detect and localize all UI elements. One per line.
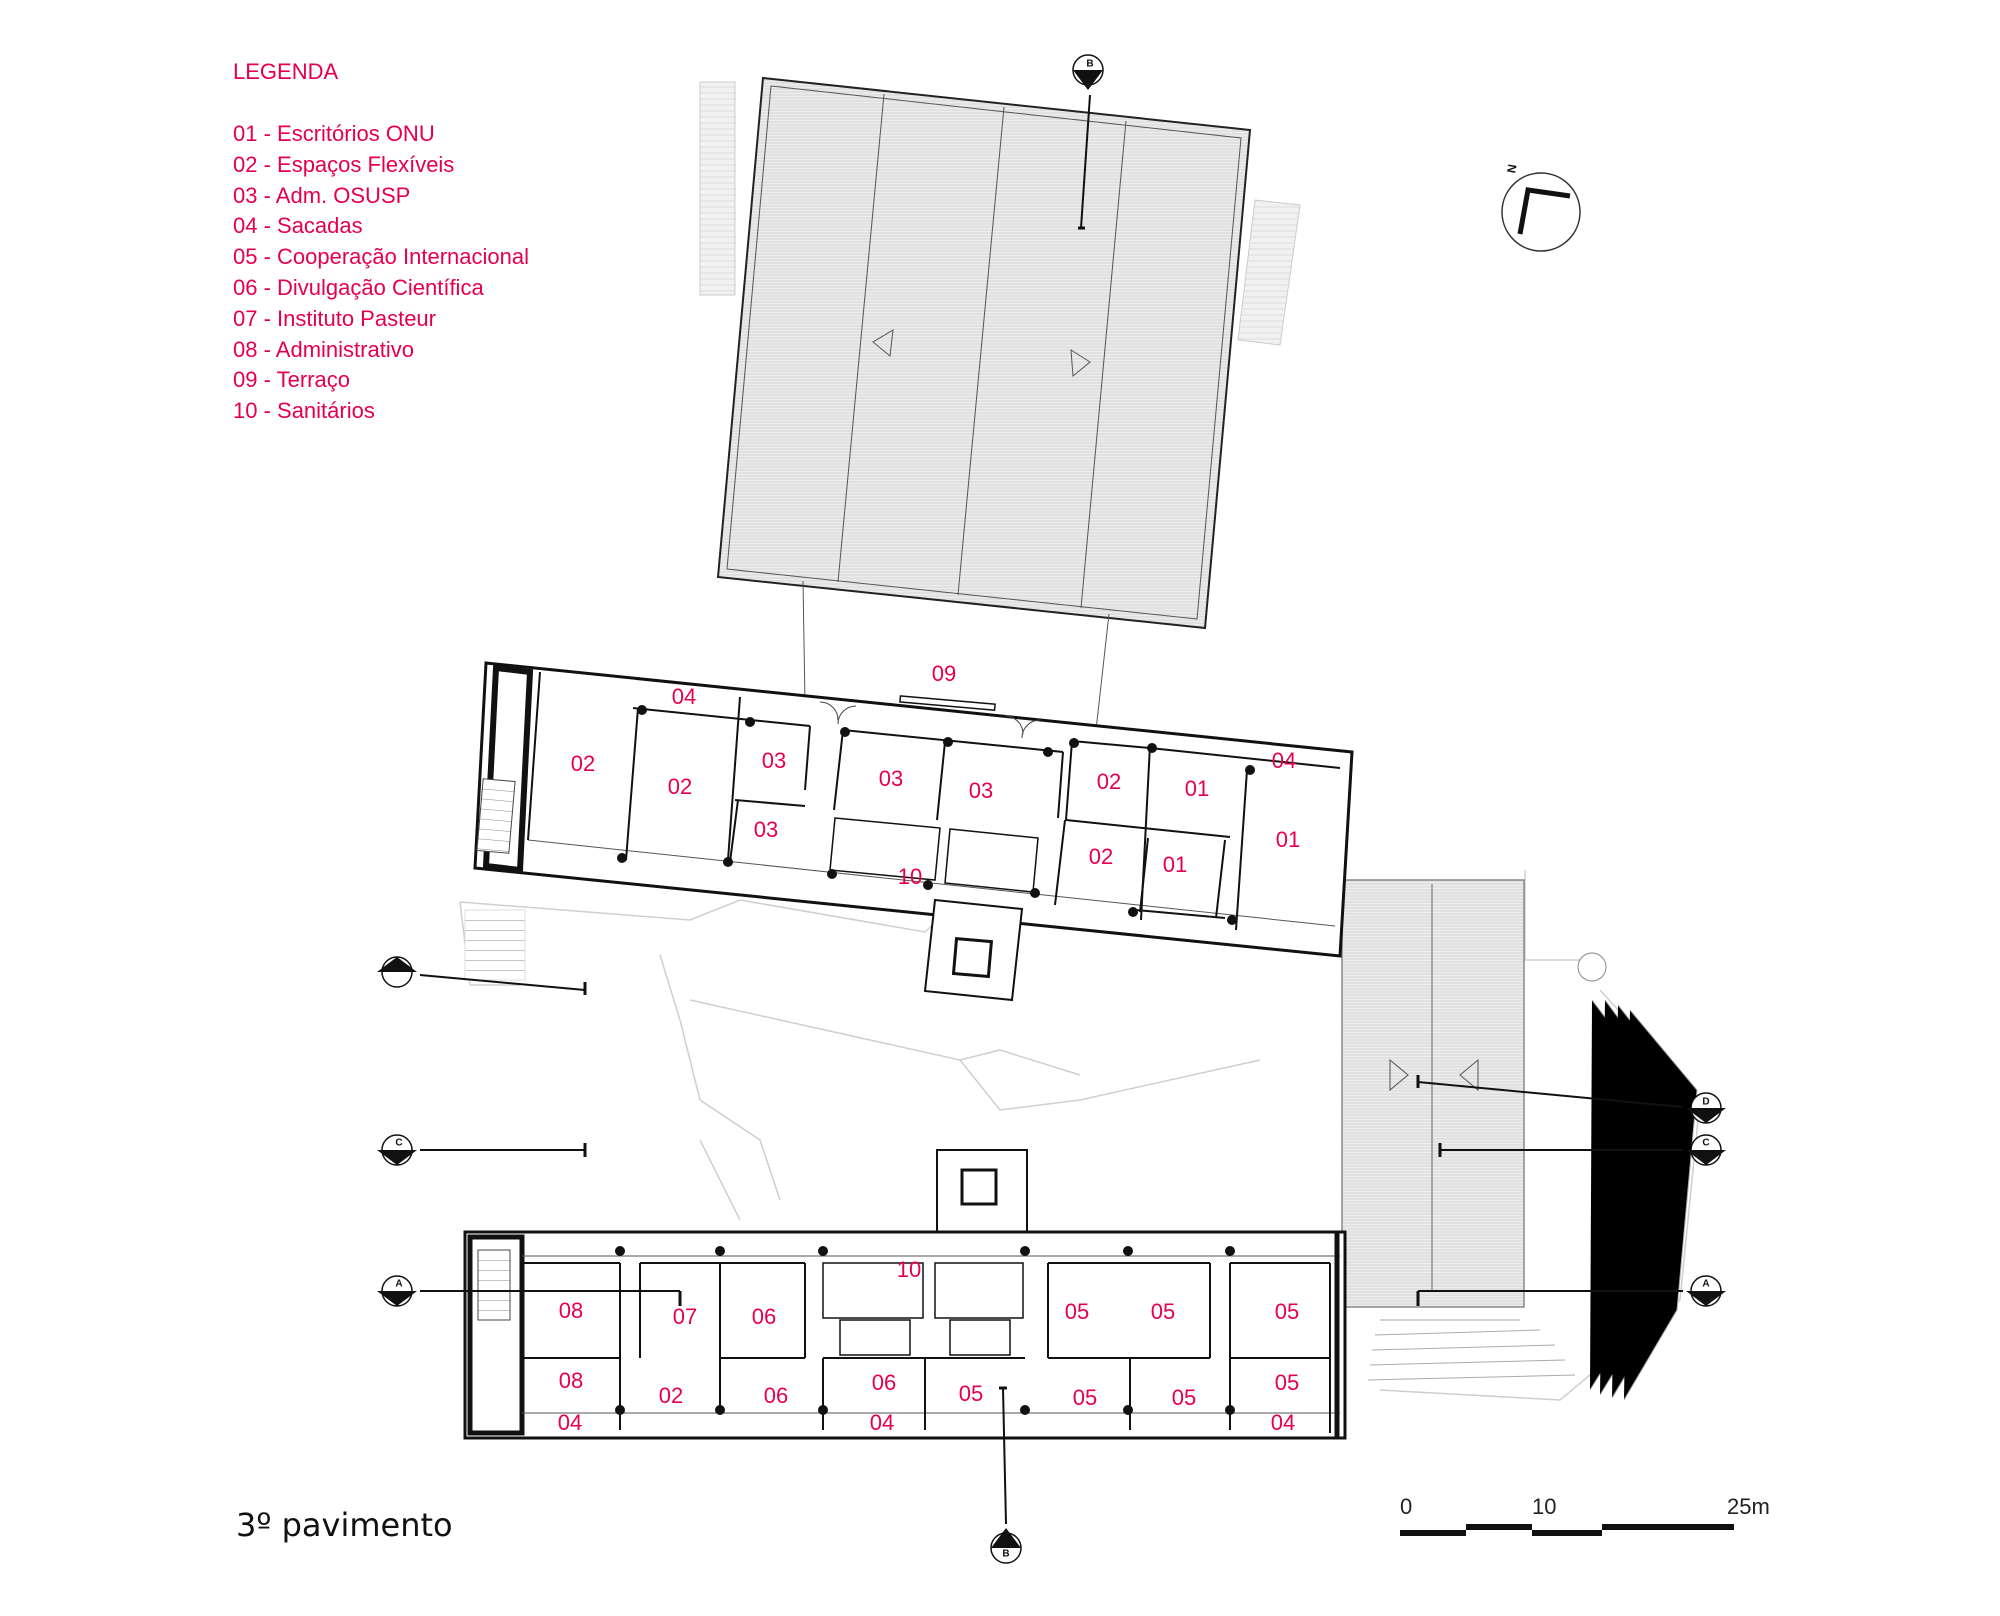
section-marker-a-left: A: [377, 1275, 682, 1307]
section-marker-a-right: A: [1416, 1275, 1726, 1307]
legend-item: 04 - Sacadas: [233, 213, 363, 238]
section-label-a: A: [395, 1279, 402, 1290]
room-label-administrative: 08: [559, 1298, 583, 1323]
room-label-international-cooperation: 05: [1151, 1299, 1175, 1324]
room-label-administrative: 08: [559, 1368, 583, 1393]
scale-label: 25m: [1727, 1494, 1770, 1519]
room-label-un-offices: 01: [1276, 827, 1300, 852]
section-marker-c-right: C: [1438, 1134, 1726, 1166]
north-arrow: N: [1501, 163, 1581, 252]
lower-wing-labels: 10 08 07 06 05 05 05 08 02 06 06 05 05 0…: [558, 1257, 1299, 1435]
room-label-balcony: 04: [1272, 748, 1296, 773]
room-label-international-cooperation: 05: [1172, 1385, 1196, 1410]
legend-item: 08 - Administrativo: [233, 337, 414, 362]
room-label-balcony: 04: [870, 1410, 894, 1435]
section-markers: B B D D: [377, 54, 1726, 1564]
room-label-flexible-space: 02: [659, 1383, 683, 1408]
room-label-balcony: 04: [1271, 1410, 1295, 1435]
section-label-b: B: [1002, 1549, 1009, 1560]
right-roof: [1341, 879, 1698, 1401]
legend-item: 07 - Instituto Pasteur: [233, 306, 436, 331]
legend: LEGENDA 01 - Escritórios ONU 02 - Espaço…: [233, 59, 529, 423]
upper-wing: [473, 661, 1354, 1002]
legend-item: 05 - Cooperação Internacional: [233, 244, 529, 269]
room-label-science-outreach: 06: [764, 1383, 788, 1408]
room-label-balcony: 04: [672, 684, 696, 709]
section-marker-d-left: D: [377, 956, 587, 995]
legend-item: 02 - Espaços Flexíveis: [233, 152, 454, 177]
room-label-international-cooperation: 05: [1073, 1385, 1097, 1410]
room-label-adm-osusp: 03: [879, 766, 903, 791]
room-label-terrace: 09: [932, 661, 956, 686]
legend-title: LEGENDA: [233, 59, 338, 84]
scale-label: 10: [1532, 1494, 1556, 1519]
scale-label: 0: [1400, 1494, 1412, 1519]
room-label-flexible-space: 02: [1089, 844, 1113, 869]
room-label-international-cooperation: 05: [1275, 1299, 1299, 1324]
room-label-pasteur-institute: 07: [673, 1304, 697, 1329]
section-marker-b-top: B: [1072, 54, 1104, 230]
room-label-balcony: 04: [558, 1410, 582, 1435]
legend-item: 09 - Terraço: [233, 367, 350, 392]
room-label-international-cooperation: 05: [959, 1381, 983, 1406]
room-label-international-cooperation: 05: [1275, 1370, 1299, 1395]
section-marker-c-left: C: [377, 1134, 587, 1166]
section-label-d: D: [395, 960, 402, 971]
room-label-science-outreach: 06: [872, 1370, 896, 1395]
legend-item: 01 - Escritórios ONU: [233, 121, 435, 146]
room-label-adm-osusp: 03: [969, 778, 993, 803]
section-label-d: D: [1702, 1097, 1709, 1108]
legend-item: 03 - Adm. OSUSP: [233, 183, 410, 208]
scale-bar: 0 10 25m: [1400, 1494, 1770, 1536]
legend-item: 10 - Sanitários: [233, 398, 375, 423]
room-label-flexible-space: 02: [668, 774, 692, 799]
room-label-adm-osusp: 03: [762, 748, 786, 773]
north-label: N: [1504, 163, 1519, 174]
lower-wing: [463, 1149, 1347, 1440]
legend-item: 06 - Divulgação Científica: [233, 275, 484, 300]
section-marker-b-bottom: B: [990, 1386, 1022, 1564]
upper-roof: [699, 76, 1301, 731]
upper-wing-labels: 09 04 04 02 02 03 03 03 03 02 01 01 02 0…: [571, 661, 1300, 889]
section-label-b: B: [1086, 59, 1093, 70]
room-label-science-outreach: 06: [752, 1304, 776, 1329]
section-label-c: C: [395, 1138, 402, 1149]
room-label-international-cooperation: 05: [1065, 1299, 1089, 1324]
section-marker-d-right: D: [1416, 1075, 1726, 1124]
room-label-adm-osusp: 03: [754, 817, 778, 842]
room-label-restrooms: 10: [897, 1257, 921, 1282]
room-label-flexible-space: 02: [571, 751, 595, 776]
floor-title: 3º pavimento: [236, 1506, 453, 1544]
room-label-flexible-space: 02: [1097, 769, 1121, 794]
room-label-un-offices: 01: [1185, 776, 1209, 801]
room-label-restrooms: 10: [898, 864, 922, 889]
section-label-a: A: [1702, 1279, 1709, 1290]
room-label-un-offices: 01: [1163, 852, 1187, 877]
section-label-c: C: [1702, 1138, 1709, 1149]
